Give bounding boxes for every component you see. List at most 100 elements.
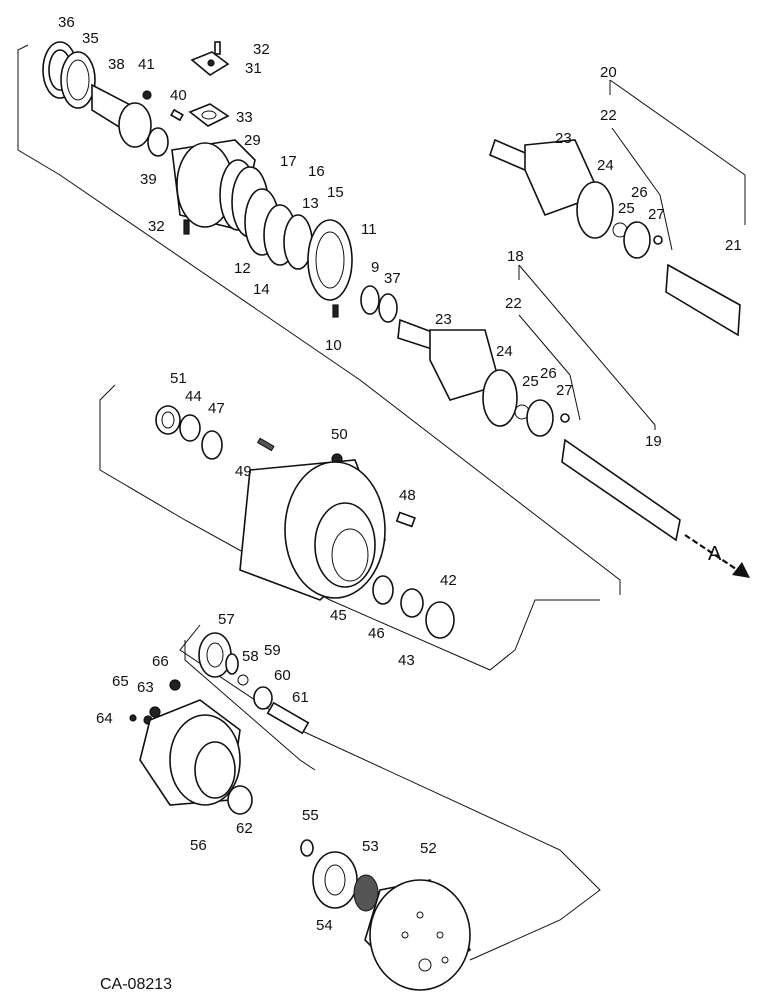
callout-53: 53 <box>362 838 379 855</box>
gasket-35 <box>60 51 96 109</box>
callout-23-top: 23 <box>555 130 572 147</box>
sun-gear-54 <box>312 851 358 909</box>
callout-40: 40 <box>170 87 187 104</box>
callout-10: 10 <box>325 337 342 354</box>
callout-66: 66 <box>152 653 169 670</box>
callout-47: 47 <box>208 400 225 417</box>
washer-58 <box>225 653 239 675</box>
bolt-10 <box>332 304 339 318</box>
callout-14: 14 <box>253 281 270 298</box>
callout-16: 16 <box>308 163 325 180</box>
callout-36: 36 <box>58 14 75 31</box>
callout-54: 54 <box>316 917 333 934</box>
shaft-19 <box>561 438 681 542</box>
callout-65: 65 <box>112 673 129 690</box>
callout-33: 33 <box>236 109 253 126</box>
cv-joint-23-lower <box>397 318 501 401</box>
callout-15: 15 <box>327 184 344 201</box>
callout-62: 62 <box>236 820 253 837</box>
cage-24-lower <box>482 369 518 427</box>
carrier-56 <box>139 699 241 806</box>
cage-24-upper <box>576 181 614 239</box>
arrow-a <box>684 534 750 578</box>
callout-59: 59 <box>264 642 281 659</box>
bolt-48 <box>395 511 416 528</box>
callout-12: 12 <box>234 260 251 277</box>
callout-45: 45 <box>330 607 347 624</box>
callout-61: 61 <box>292 689 309 706</box>
drawing-id: CA-08213 <box>100 976 172 993</box>
callout-26-top: 26 <box>631 184 648 201</box>
pin-32-lower <box>183 219 190 235</box>
bearing-44 <box>179 414 201 442</box>
nut-63 <box>149 706 161 718</box>
callout-26-lower: 26 <box>540 365 557 382</box>
ring-37 <box>378 293 398 323</box>
callout-17: 17 <box>280 153 297 170</box>
callout-9: 9 <box>371 259 379 276</box>
callout-27-lower: 27 <box>556 382 573 399</box>
ring-59 <box>237 674 249 686</box>
callout-38: 38 <box>108 56 125 73</box>
ball-27-upper <box>653 235 663 245</box>
callout-24-lower: 24 <box>496 343 513 360</box>
callout-52: 52 <box>420 840 437 857</box>
pin-40 <box>170 108 184 122</box>
plug-62 <box>227 785 253 815</box>
cover-31 <box>190 51 230 76</box>
shaft-38 <box>91 83 169 157</box>
callout-51: 51 <box>170 370 187 387</box>
seal-51 <box>155 405 181 435</box>
callout-63: 63 <box>137 679 154 696</box>
gasket-33 <box>188 103 230 127</box>
callout-18: 18 <box>507 248 524 265</box>
callout-32-top: 32 <box>253 41 270 58</box>
plug-66 <box>169 679 181 691</box>
callout-22-lower: 22 <box>505 295 522 312</box>
race-26-lower <box>526 399 554 437</box>
screw-64 <box>129 714 137 722</box>
callout-22-top: 22 <box>600 107 617 124</box>
callout-48: 48 <box>399 487 416 504</box>
callout-31: 31 <box>245 60 262 77</box>
stud-49 <box>256 437 275 452</box>
screw-32-top <box>214 41 221 55</box>
callout-23-lower: 23 <box>435 311 452 328</box>
callout-32-lower: 32 <box>148 218 165 235</box>
callout-25-top: 25 <box>618 200 635 217</box>
ball-27-lower <box>560 413 570 423</box>
seal-42 <box>425 601 455 639</box>
callout-39: 39 <box>140 171 157 188</box>
hub-45 <box>239 459 386 601</box>
callout-56: 56 <box>190 837 207 854</box>
arrow-a-label: A <box>708 543 722 565</box>
plug-41 <box>142 90 152 100</box>
washer-53 <box>353 874 379 912</box>
callout-19: 19 <box>645 433 662 450</box>
callout-29: 29 <box>244 132 261 149</box>
race-46 <box>372 575 394 605</box>
callout-25-lower: 25 <box>522 373 539 390</box>
washer-60 <box>253 686 273 710</box>
pin-61 <box>266 701 310 735</box>
group-outline-upper <box>17 44 621 595</box>
race-47 <box>201 430 223 460</box>
callout-42: 42 <box>440 572 457 589</box>
callout-50: 50 <box>331 426 348 443</box>
callout-60: 60 <box>274 667 291 684</box>
callout-24-top: 24 <box>597 157 614 174</box>
shaft-21 <box>665 263 741 337</box>
callout-55: 55 <box>302 807 319 824</box>
callout-35: 35 <box>82 30 99 47</box>
callout-41: 41 <box>138 56 155 73</box>
ring-55 <box>300 839 314 857</box>
washer-9 <box>360 285 380 315</box>
callout-20: 20 <box>600 64 617 81</box>
group-outline-small <box>184 640 316 771</box>
callout-57: 57 <box>218 611 235 628</box>
bearing-43 <box>400 588 424 618</box>
leader-lines <box>518 79 746 430</box>
gear-57 <box>198 632 232 678</box>
callout-13: 13 <box>302 195 319 212</box>
